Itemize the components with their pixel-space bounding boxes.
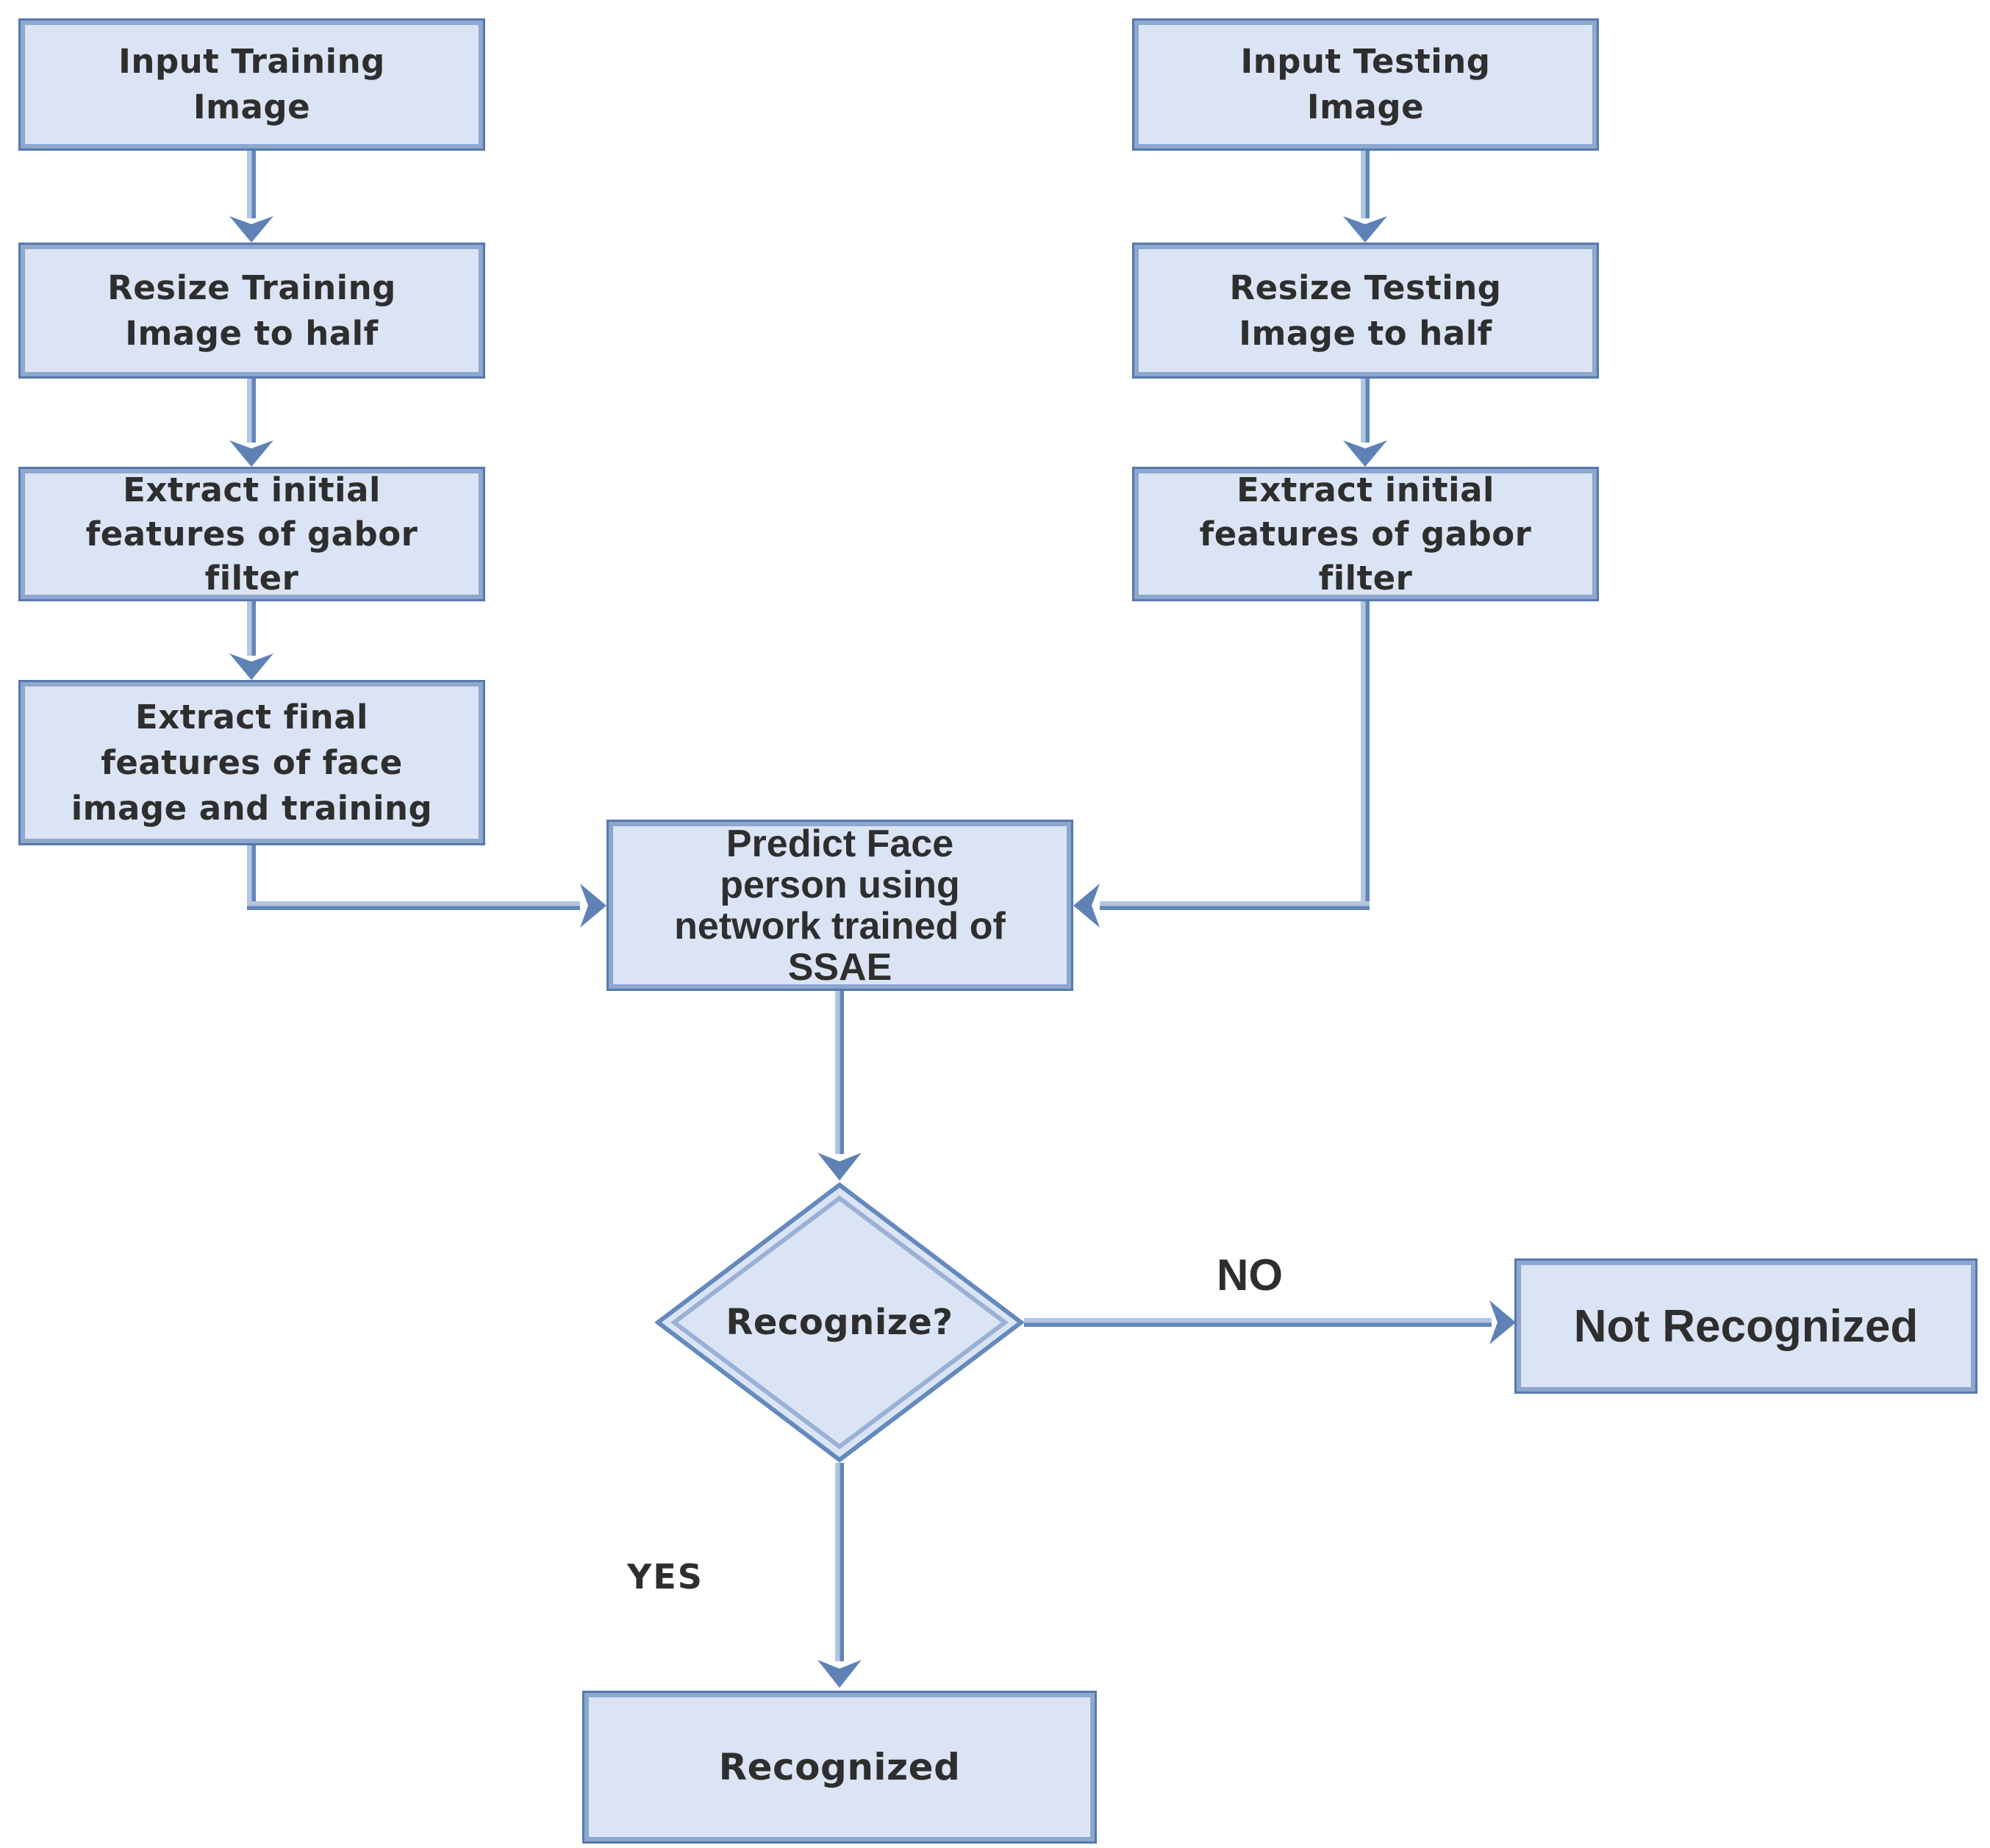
node-resize-training-image: Resize Training Image to half — [18, 243, 485, 379]
node-recognize-decision-label: Recognize? — [726, 1302, 953, 1343]
connector-predict-to-recognize — [835, 991, 844, 1154]
connector-input-training-to-resize-training — [247, 151, 256, 218]
node-extract-final-features: Extract final features of face image and… — [18, 680, 485, 845]
connector-extract-testing-to-predict-horizontal — [1100, 901, 1370, 910]
connector-extract-initial-to-extract-final — [247, 601, 256, 656]
diamond-shape-icon — [655, 1182, 1024, 1463]
node-predict-face-person-label: Predict Face person using network traine… — [674, 822, 1006, 989]
node-predict-face-person: Predict Face person using network traine… — [606, 820, 1073, 991]
arrowhead-down-icon — [1343, 216, 1387, 243]
connector-extract-final-to-predict-vertical — [247, 845, 256, 910]
connector-input-testing-to-resize-testing — [1361, 151, 1370, 218]
edge-label-no: NO — [1217, 1250, 1283, 1300]
node-extract-initial-features-training: Extract initial features of gabor filter — [18, 467, 485, 601]
connector-recognize-yes-branch — [835, 1463, 844, 1661]
node-extract-initial-features-testing-label: Extract initial features of gabor filter — [1199, 470, 1532, 598]
node-recognize-decision: Recognize? — [655, 1182, 1024, 1463]
node-not-recognized: Not Recognized — [1514, 1258, 1978, 1394]
arrowhead-down-icon — [1343, 440, 1387, 467]
node-extract-final-features-label: Extract final features of face image and… — [71, 697, 433, 828]
node-resize-testing-image: Resize Testing Image to half — [1132, 243, 1599, 379]
node-resize-testing-image-label: Resize Testing Image to half — [1229, 268, 1502, 353]
connector-extract-testing-to-predict-vertical — [1361, 601, 1370, 910]
node-input-testing-image-label: Input Testing Image — [1240, 42, 1491, 126]
edge-label-yes: YES — [627, 1557, 704, 1597]
node-not-recognized-label: Not Recognized — [1573, 1300, 1919, 1352]
arrowhead-right-icon — [1489, 1300, 1516, 1344]
node-resize-training-image-label: Resize Training Image to half — [107, 268, 396, 353]
arrowhead-right-icon — [580, 884, 606, 928]
node-recognized: Recognized — [582, 1691, 1097, 1844]
node-extract-initial-features-training-label: Extract initial features of gabor filter — [85, 470, 418, 598]
node-input-testing-image: Input Testing Image — [1132, 18, 1599, 151]
connector-extract-final-to-predict-horizontal — [247, 901, 580, 910]
arrowhead-down-icon — [817, 1660, 862, 1688]
arrowhead-down-icon — [229, 440, 273, 467]
node-input-training-image-label: Input Training Image — [118, 42, 385, 126]
node-input-training-image: Input Training Image — [18, 18, 485, 151]
arrowhead-down-icon — [817, 1153, 862, 1181]
connector-resize-testing-to-extract-initial — [1361, 379, 1370, 443]
arrowhead-down-icon — [229, 653, 273, 680]
arrowhead-left-icon — [1073, 884, 1100, 928]
connector-recognize-no-branch — [1024, 1318, 1492, 1327]
connector-resize-training-to-extract-initial — [247, 379, 256, 443]
arrowhead-down-icon — [229, 216, 273, 243]
node-recognized-label: Recognized — [718, 1746, 961, 1788]
node-extract-initial-features-testing: Extract initial features of gabor filter — [1132, 467, 1599, 601]
